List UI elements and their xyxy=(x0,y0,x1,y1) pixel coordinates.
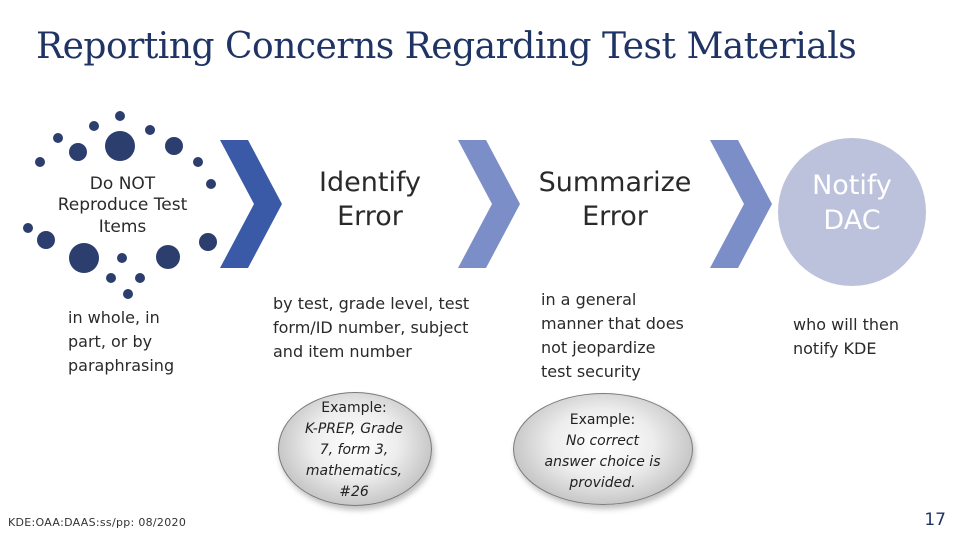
dot-shape xyxy=(37,231,55,249)
step-2-title-line: Identify xyxy=(319,167,421,198)
step-1-title-line: Do NOT xyxy=(89,174,156,194)
step-1-description: in whole, in part, or by paraphrasing xyxy=(68,306,218,378)
dot-shape xyxy=(165,137,183,155)
description-line: notify KDE xyxy=(793,339,877,358)
example-label: Example: xyxy=(569,412,636,428)
example-line: provided. xyxy=(569,475,636,491)
description-line: form/ID number, subject xyxy=(273,318,469,337)
dot-shape xyxy=(89,121,99,131)
description-line: and item number xyxy=(273,342,412,361)
dot-shape xyxy=(117,253,127,263)
chevron-arrow-icon xyxy=(220,140,282,268)
page-title: Reporting Concerns Regarding Test Materi… xyxy=(36,26,857,67)
step-4-description: who will then notify KDE xyxy=(793,313,933,361)
step-1-title-line: Items xyxy=(98,216,147,237)
dot-shape xyxy=(106,273,116,283)
dot-shape xyxy=(105,131,135,161)
example-identify-text: Example: K-PREP, Grade 7, form 3, mathem… xyxy=(285,398,423,503)
description-line: manner that does xyxy=(541,314,684,333)
step-3-title-line: Error xyxy=(582,200,648,232)
dot-shape xyxy=(199,233,217,251)
notify-circle xyxy=(778,138,926,286)
description-line: paraphrasing xyxy=(68,356,175,375)
example-line: answer choice is xyxy=(544,454,661,470)
step-3-title-line: Summarize xyxy=(538,167,692,198)
description-line: not jeopardize xyxy=(541,338,656,357)
dot-shape xyxy=(115,111,125,121)
dot-shape xyxy=(193,157,203,167)
description-line: in a general xyxy=(541,290,637,309)
dot-shape xyxy=(69,243,99,273)
step-2-title: Identify Error xyxy=(300,166,440,234)
dot-shape xyxy=(123,289,133,299)
example-line: K-PREP, Grade xyxy=(305,421,403,437)
step-4-title: Notify DAC xyxy=(778,168,926,238)
dot-shape xyxy=(69,143,87,161)
description-line: in whole, in xyxy=(68,308,160,327)
example-line: #26 xyxy=(339,484,369,500)
page-number: 17 xyxy=(924,510,946,530)
example-line: 7, form 3, xyxy=(319,442,389,458)
dot-shape xyxy=(156,245,180,269)
step-2-title-line: Error xyxy=(337,200,403,232)
step-4-title-line: DAC xyxy=(823,205,881,237)
dot-shape xyxy=(145,125,155,135)
description-line: part, or by xyxy=(68,332,153,351)
chevron-arrow-icon xyxy=(710,140,772,268)
step-3-description: in a general manner that does not jeopar… xyxy=(541,288,711,384)
dot-shape xyxy=(135,273,145,283)
description-line: who will then xyxy=(793,315,900,334)
dot-shape xyxy=(23,223,33,233)
step-1-title: Do NOT Reproduce Test Items xyxy=(30,174,215,238)
example-line: No correct xyxy=(565,433,640,449)
dot-shape xyxy=(35,157,45,167)
example-line: mathematics, xyxy=(305,463,403,479)
footer-code: KDE:OAA:DAAS:ss/pp: 08/2020 xyxy=(8,516,187,529)
step-4-title-line: Notify xyxy=(812,170,892,201)
example-oval-identify xyxy=(278,392,432,506)
description-line: by test, grade level, test xyxy=(273,294,470,313)
dot-shape xyxy=(206,179,216,189)
chevron-arrow-icon xyxy=(458,140,520,268)
step-3-title: Summarize Error xyxy=(520,166,710,234)
example-oval-summarize xyxy=(513,393,693,505)
example-summarize-text: Example: No correct answer choice is pro… xyxy=(525,410,680,494)
description-line: test security xyxy=(541,362,641,381)
step-2-description: by test, grade level, test form/ID numbe… xyxy=(273,292,498,364)
step-1-title-line: Reproduce Test xyxy=(57,195,188,216)
dot-shape xyxy=(53,133,63,143)
example-label: Example: xyxy=(321,400,387,416)
